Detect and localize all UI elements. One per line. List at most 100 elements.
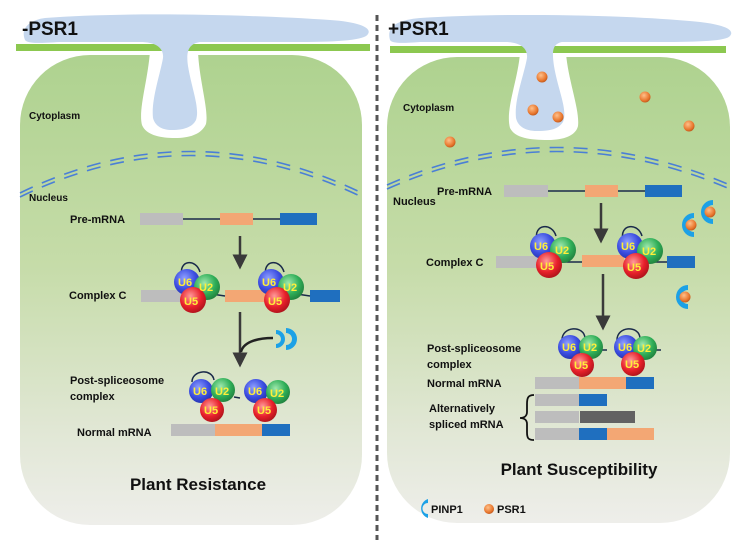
- snrnp-cluster: U6 U2 U5: [530, 226, 582, 278]
- pinp1-psr1-complex: [701, 200, 716, 224]
- alt-spliced-mrna-2: [535, 411, 635, 423]
- psr1-particle: [639, 91, 651, 103]
- right-nucleus-label: Nucleus: [393, 196, 436, 208]
- u5-snrnp: [200, 398, 224, 422]
- left-complex-c-label: Complex C: [69, 290, 127, 302]
- exon-orange: [582, 255, 624, 267]
- svg-text:U5: U5: [184, 296, 198, 308]
- right-normal-mrna: [535, 377, 654, 389]
- left-title: -PSR1: [22, 19, 78, 40]
- right-cytoplasm-label: Cytoplasm: [403, 103, 454, 114]
- svg-text:U2: U2: [583, 342, 597, 354]
- right-nuclear-envelope-inner: [386, 150, 731, 190]
- legend-pinp1-label: PINP1: [431, 504, 463, 516]
- svg-text:U6: U6: [618, 342, 632, 354]
- svg-text:U5: U5: [625, 359, 639, 371]
- right-normal-mrna-label: Normal mRNA: [427, 378, 502, 390]
- right-outcome-label: Plant Susceptibility: [501, 460, 658, 479]
- right-plasma-membrane: [390, 46, 726, 53]
- left-normal-mrna-label: Normal mRNA: [77, 427, 152, 439]
- left-complex-c: U6 U2 U5 U6 U2 U5: [141, 262, 340, 313]
- psr1-particle: [683, 120, 695, 132]
- u5-snrnp: [264, 287, 290, 313]
- svg-text:U5: U5: [574, 360, 588, 372]
- left-post-spliceosome: U6 U2 U5 U6 U2 U5: [189, 371, 290, 422]
- svg-text:U2: U2: [270, 388, 284, 400]
- u5-snrnp: [180, 287, 206, 313]
- exon-orange: [585, 185, 618, 197]
- exon-grey: [535, 377, 579, 389]
- right-alt-spliced-label-1: Alternatively: [429, 403, 496, 415]
- pinp1-psr1-complex: [682, 213, 697, 237]
- svg-text:U2: U2: [642, 246, 656, 258]
- exon-grey: [171, 424, 215, 436]
- svg-text:U6: U6: [262, 277, 276, 289]
- svg-text:U6: U6: [562, 342, 576, 354]
- u6-snrnp: [189, 379, 213, 403]
- left-cytoplasm-label: Cytoplasm: [29, 111, 80, 122]
- exon-grey: [140, 213, 183, 225]
- u6-snrnp: [617, 233, 643, 259]
- right-post-spliceosome-label-1: Post-spliceosome: [427, 343, 521, 355]
- left-pre-mrna-label: Pre-mRNA: [70, 214, 125, 226]
- legend: PINP1 PSR1: [421, 499, 526, 518]
- svg-text:U6: U6: [178, 277, 192, 289]
- right-post-spliceosome-label-2: complex: [427, 359, 473, 371]
- psr1-particles: [444, 71, 695, 148]
- exon-orange: [579, 377, 626, 389]
- svg-text:U2: U2: [283, 282, 297, 294]
- svg-text:U5: U5: [268, 296, 282, 308]
- exon-blue: [262, 424, 290, 436]
- u6-snrnp: [244, 379, 268, 403]
- exon-orange: [607, 428, 654, 440]
- right-nuclear-envelope-outer: [386, 146, 731, 186]
- exon-grey: [535, 428, 579, 440]
- exon-grey: [504, 185, 548, 197]
- snrnp-cluster: U6 U2 U5: [617, 226, 667, 279]
- alt-spliced-mrna-1: [535, 394, 607, 406]
- left-outcome-label: Plant Resistance: [130, 475, 266, 494]
- svg-text:U5: U5: [257, 405, 271, 417]
- left-nucleus-label: Nucleus: [29, 193, 68, 204]
- svg-text:U6: U6: [534, 241, 548, 253]
- pinp1-legend-icon: [421, 499, 428, 518]
- psr1-particle: [536, 71, 548, 83]
- exon-grey: [535, 394, 579, 406]
- left-pinp1-recruit-line: [239, 336, 274, 353]
- right-title: +PSR1: [388, 19, 449, 40]
- exon-blue: [667, 256, 695, 268]
- pinp1-psr1-complex: [676, 285, 691, 309]
- exon-blue: [280, 213, 317, 225]
- exon-orange: [220, 213, 253, 225]
- svg-text:U5: U5: [540, 261, 554, 273]
- left-pre-mrna: [140, 213, 317, 225]
- exon-blue: [310, 290, 340, 302]
- svg-text:U5: U5: [204, 405, 218, 417]
- right-post-spliceosome: U6 U2 U5 U6 U2 U5: [558, 328, 661, 377]
- snrnp-cluster: U6 U2 U5: [258, 262, 311, 313]
- exon-blue: [579, 428, 607, 440]
- right-alt-spliced-label-2: spliced mRNA: [429, 419, 504, 431]
- snrnp-cluster: U6 U2 U5: [174, 262, 226, 313]
- psr1-particle: [552, 111, 564, 123]
- legend-psr1-label: PSR1: [497, 504, 526, 516]
- left-plasma-membrane: [16, 44, 370, 51]
- exon-blue: [645, 185, 682, 197]
- right-pre-mrna: [504, 185, 682, 197]
- exon-orange: [215, 424, 262, 436]
- svg-text:U2: U2: [637, 343, 651, 355]
- u2-snrnp: [266, 380, 290, 404]
- right-panel: +PSR1 Cytoplasm Nucleus Pre-mRNA: [386, 14, 732, 523]
- left-normal-mrna: [171, 424, 290, 436]
- pinp1-psr1-complexes: [676, 200, 716, 309]
- right-cell: [387, 57, 730, 523]
- svg-text:U6: U6: [248, 386, 262, 398]
- svg-text:U2: U2: [215, 386, 229, 398]
- exon-grey: [141, 290, 186, 302]
- alt-spliced-mrna-3: [535, 428, 654, 440]
- svg-text:U6: U6: [193, 386, 207, 398]
- left-panel: -PSR1 Cytoplasm Nucleus Pre-mRNA Complex…: [16, 14, 370, 525]
- exon-grey: [535, 411, 579, 423]
- left-nuclear-envelope-outer: [19, 150, 363, 194]
